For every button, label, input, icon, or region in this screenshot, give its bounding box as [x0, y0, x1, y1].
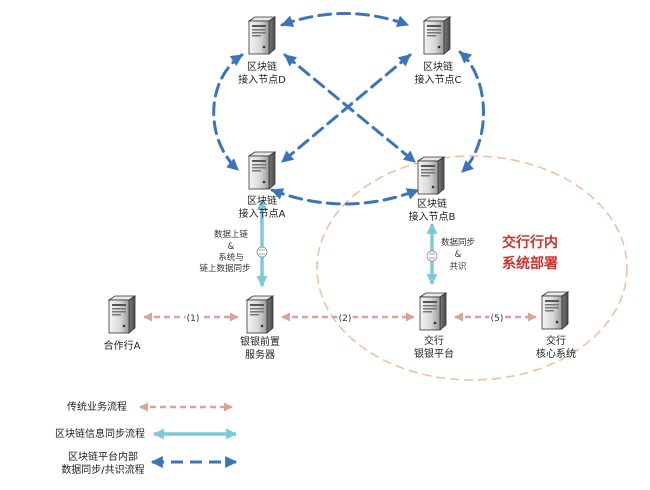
- sync-label-b-line3: 共识: [449, 262, 466, 272]
- server-icon-node-a: [248, 151, 276, 190]
- flow-label-2: (2): [339, 314, 352, 324]
- node-b-label-line2: 接入节点B: [409, 210, 456, 223]
- legend: 传统业务流程 区块链信息同步流程 区块链平台内部 数据同步/共识流程: [55, 400, 238, 476]
- sync-label-a-line4: 链上数据同步: [199, 263, 250, 274]
- sync-label-b-line1: 数据同步: [441, 237, 475, 248]
- server-icon-yinyin: [246, 295, 274, 334]
- platform-label-line2: 银银平台: [414, 347, 454, 360]
- flow-label-1: (1): [187, 314, 200, 324]
- legend-traditional-label: 传统业务流程: [67, 400, 127, 413]
- node-b-label-line1: 区块链: [417, 197, 447, 210]
- node-a-label-line2: 接入节点A: [239, 207, 286, 220]
- flow-d-b-cross: [283, 53, 417, 164]
- core-label-line1: 交行: [546, 334, 566, 347]
- legend-sync-label: 区块链信息同步流程: [55, 427, 145, 440]
- region-label-line2: 系统部署: [502, 255, 558, 272]
- legend-internal-label-line1: 区块链平台内部: [68, 450, 138, 463]
- internal-deployment-region: [316, 155, 628, 381]
- flow-c-b-right: [458, 50, 485, 174]
- flow-c-a-cross: [280, 53, 412, 164]
- yinyin-label-line1: 银银前置: [240, 335, 280, 348]
- node-d-label-line1: 区块链: [247, 60, 277, 73]
- server-icon-platform: [419, 292, 447, 331]
- sync-label-a-line1: 数据上链: [214, 229, 249, 240]
- server-icon-node-b: [417, 156, 445, 195]
- sync-label-a-line2: &: [228, 242, 235, 252]
- yinyin-label-line2: 服务器: [245, 348, 275, 361]
- node-a-label-line1: 区块链: [247, 194, 277, 207]
- flow-d-a-left: [212, 53, 244, 172]
- sync-label-b-line2: &: [455, 250, 462, 260]
- flow-a-b-bottom: [270, 188, 420, 206]
- node-c-label-line1: 区块链: [423, 60, 453, 73]
- partner-label: 合作行A: [104, 339, 141, 352]
- legend-internal-label-line2: 数据同步/共识流程: [61, 463, 144, 476]
- flow-label-5: (5): [491, 314, 504, 324]
- flow-d-c-top: [280, 12, 410, 27]
- platform-label-line1: 交行: [424, 334, 444, 347]
- sync-label-a-line3: 系统与: [218, 252, 244, 263]
- sync-symbol-a: [256, 246, 268, 258]
- sync-symbol-b: [426, 250, 438, 262]
- server-icon-partner: [108, 295, 136, 334]
- region-label-line1: 交行行内: [502, 234, 558, 251]
- core-label-line2: 核心系统: [536, 347, 576, 360]
- server-icon-node-c: [423, 16, 451, 55]
- server-icon-node-d: [248, 16, 276, 55]
- server-icon-core: [541, 291, 569, 330]
- node-d-label-line2: 接入节点D: [238, 73, 286, 86]
- node-c-label-line2: 接入节点C: [415, 73, 462, 86]
